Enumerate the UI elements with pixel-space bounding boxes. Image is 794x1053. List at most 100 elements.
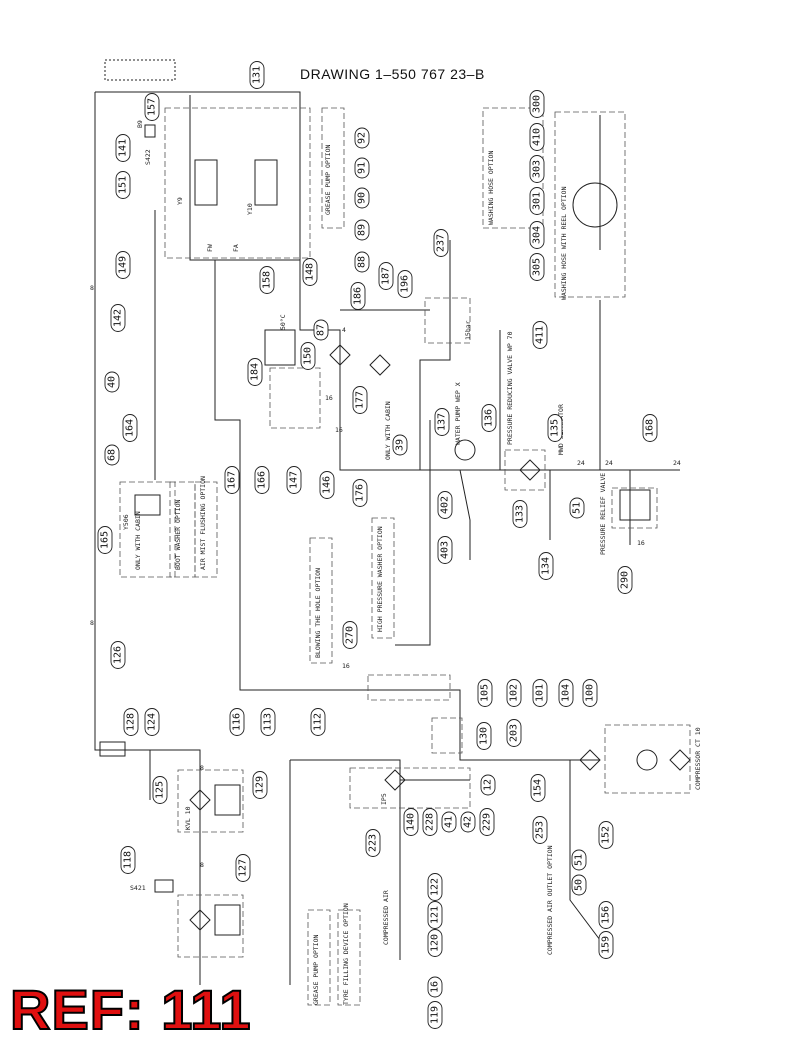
callout-203: 203: [506, 719, 522, 747]
label-only-with-cabin-mid: ONLY WITH CABIN: [384, 401, 392, 460]
callout-bubble: [110, 641, 126, 669]
pressure-16-d: 16: [637, 539, 645, 547]
callout-303: 303: [529, 155, 545, 183]
callout-167: 167: [224, 466, 240, 494]
callout-number: 133: [515, 505, 526, 523]
callout-bubble: [434, 408, 450, 436]
callout-bubble: [115, 171, 131, 199]
callout-168: 168: [642, 414, 658, 442]
callout-number: 151: [118, 176, 129, 194]
callout-number: 40: [107, 376, 118, 388]
callout-146: 146: [319, 471, 335, 499]
label-ip5: IP5: [380, 793, 388, 805]
callout-bubble: [403, 808, 419, 836]
callout-bubble: [427, 901, 443, 929]
callout-bubble: [529, 187, 545, 215]
label-blowing-hole-option: BLOWING THE HOLE OPTION: [314, 568, 322, 658]
callout-number: 290: [620, 571, 631, 589]
callout-127: 127: [235, 854, 251, 882]
callout-number: 112: [313, 713, 324, 731]
callout-129: 129: [252, 771, 268, 799]
callout-number: 402: [440, 496, 451, 514]
label-pressure-reducing-valve: PRESSURE REDUCING VALVE WP 70: [506, 331, 514, 445]
callout-89: 89: [354, 219, 370, 241]
label-pressure-relief-valve: PRESSURE RELIEF VALVE: [599, 473, 607, 555]
callout-number: 131: [252, 66, 263, 84]
callout-number: 87: [316, 324, 327, 336]
callout-number: 12: [483, 779, 494, 791]
callout-number: 142: [113, 309, 124, 327]
callout-bubble: [354, 219, 370, 241]
callout-number: 104: [561, 684, 572, 702]
callout-bubble: [427, 873, 443, 901]
callout-403: 403: [437, 536, 453, 564]
callout-bubble: [229, 708, 245, 736]
label-only-with-cabin-left: ONLY WITH CABIN: [134, 511, 142, 570]
callout-bubble: [441, 811, 457, 833]
label-high-pressure-washer-option: HIGH PRESSURE WASHER OPTION: [376, 526, 384, 632]
label-compressed-air-outlet-option: COMPRESSED AIR OUTLET OPTION: [546, 845, 554, 955]
callout-number: 253: [535, 821, 546, 839]
pressure-8-d: 8: [200, 861, 204, 869]
ref-label: REF: 111: [9, 978, 252, 1041]
callout-101: 101: [532, 679, 548, 707]
callout-number: 229: [482, 813, 493, 831]
callout-bubble: [529, 253, 545, 281]
callout-68: 68: [104, 444, 120, 466]
callout-152: 152: [598, 821, 614, 849]
callout-90: 90: [354, 187, 370, 209]
callout-124: 124: [144, 708, 160, 736]
callout-bubble: [617, 566, 633, 594]
callout-bubble: [302, 258, 318, 286]
callout-bubble: [235, 854, 251, 882]
callout-229: 229: [479, 808, 495, 836]
label-50c: 50°C: [279, 314, 287, 330]
callout-number: 167: [227, 471, 238, 489]
callout-177: 177: [352, 386, 368, 414]
callout-39: 39: [392, 434, 408, 456]
callout-number: 228: [425, 813, 436, 831]
callout-126: 126: [110, 641, 126, 669]
callout-bubble: [252, 771, 268, 799]
callout-165: 165: [97, 526, 113, 554]
callout-number: 184: [250, 363, 261, 381]
pressure-16-c: 16: [342, 662, 350, 670]
callout-176: 176: [352, 479, 368, 507]
label-fa: FA: [232, 244, 240, 252]
callout-bubble: [115, 134, 131, 162]
callout-88: 88: [354, 251, 370, 273]
callout-bubble: [532, 321, 548, 349]
callout-number: 136: [484, 409, 495, 427]
callout-bubble: [506, 719, 522, 747]
callout-number: 154: [533, 779, 544, 797]
label-water-pump: WATER PUMP WEP X: [454, 382, 462, 445]
callout-number: 105: [480, 684, 491, 702]
callout-number: 146: [322, 476, 333, 494]
callout-number: 101: [535, 684, 546, 702]
callout-number: 126: [113, 646, 124, 664]
callout-number: 152: [601, 826, 612, 844]
callout-bubble: [123, 708, 139, 736]
callout-154: 154: [530, 774, 546, 802]
callout-149: 149: [115, 251, 131, 279]
callout-number: 130: [479, 727, 490, 745]
callout-bubble: [437, 536, 453, 564]
callout-number: 165: [100, 531, 111, 549]
callout-bubble: [354, 157, 370, 179]
callout-87: 87: [313, 319, 329, 341]
callout-bubble: [479, 808, 495, 836]
callout-bubble: [571, 849, 587, 871]
callout-number: 50: [574, 879, 585, 891]
callout-bubble: [598, 821, 614, 849]
callout-number: 203: [509, 724, 520, 742]
callout-bubble: [480, 774, 496, 796]
callout-bubble: [547, 414, 563, 442]
callout-number: 125: [155, 781, 166, 799]
callout-151: 151: [115, 171, 131, 199]
callout-number: 270: [345, 626, 356, 644]
callout-bubble: [558, 679, 574, 707]
callout-223: 223: [365, 829, 381, 857]
pressure-4: 4: [342, 326, 346, 334]
callout-number: 156: [601, 906, 612, 924]
callout-number: 301: [532, 192, 543, 210]
